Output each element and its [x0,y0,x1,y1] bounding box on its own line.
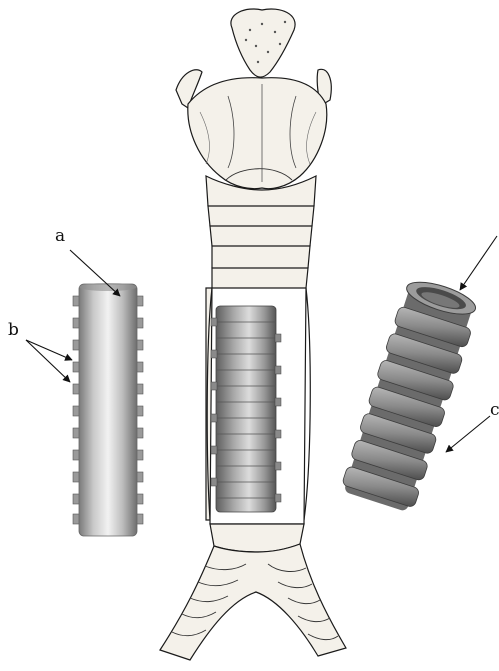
arrow-b-lower [26,340,70,382]
label-b: b [8,322,19,339]
label-a: a [55,228,65,245]
arrow-b-upper [26,340,72,360]
arrow-c [446,416,490,452]
ringed-stent-3d [340,275,482,513]
straight-tube-stent [73,283,143,536]
label-c: c [490,402,499,419]
arrow-top-right [460,236,497,290]
inserted-stent [211,306,281,512]
